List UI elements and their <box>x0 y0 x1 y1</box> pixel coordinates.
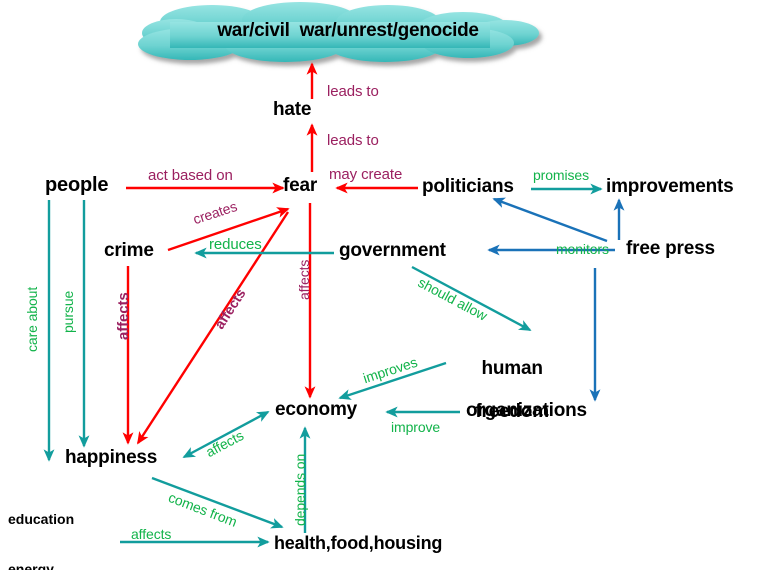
edge-label-care-about: care about <box>24 286 40 352</box>
edge-label-act-based-on: act based on <box>148 167 233 184</box>
edge-fear-happiness <box>136 211 290 445</box>
edge-label-monitors: monitors <box>556 241 609 257</box>
edge-label-promises: promises <box>533 167 589 183</box>
edge-label-reduces: reduces <box>209 236 262 253</box>
node-crime: crime <box>104 240 154 261</box>
edge-government-humanfreedom <box>411 265 532 332</box>
node-improvements: improvements <box>606 176 734 197</box>
edge-label-affects-crime-happiness: affects <box>115 292 132 340</box>
edge-crime-fear <box>167 207 290 252</box>
edge-label-pursue: pursue <box>60 290 76 333</box>
edge-freepress-politicians <box>492 197 608 243</box>
node-issues-list: education energy immigration environment <box>8 478 92 570</box>
edge-humanfreedom-economy <box>338 361 447 400</box>
cloud-node-label: war/civil war/unrest/genocide <box>148 2 548 64</box>
edge-label-leads-to-cloud: leads to <box>327 83 379 100</box>
node-happiness: happiness <box>65 447 158 468</box>
node-organizations: organizations <box>466 400 587 421</box>
node-fear: fear <box>283 175 318 196</box>
cloud-shape <box>138 2 539 62</box>
cloud-node: war/civil war/unrest/genocide <box>148 2 548 64</box>
issue-energy: energy <box>8 560 54 570</box>
edge-label-leads-to-hate: leads to <box>327 132 379 149</box>
edge-label-affects-issues-health: affects <box>131 526 172 542</box>
node-human-freedom: human freedom <box>455 337 549 443</box>
node-economy: economy <box>275 399 358 420</box>
node-human-freedom-line1: human <box>481 358 543 380</box>
node-hate: hate <box>273 99 312 120</box>
edge-happiness-economy <box>182 410 270 459</box>
node-human-freedom-line2: freedom <box>475 400 549 422</box>
edge-label-affects-fear-economy: affects <box>296 259 312 300</box>
edge-label-improve: improve <box>391 419 441 435</box>
node-politicians: politicians <box>422 176 514 197</box>
cloud-label-text: war/civil war/unrest/genocide <box>217 19 479 41</box>
node-free-press: free press <box>626 238 715 259</box>
edge-happiness-health <box>151 476 284 529</box>
issue-education: education <box>8 511 75 528</box>
node-government: government <box>339 240 446 261</box>
edge-label-depends-on: depends on <box>292 453 308 526</box>
node-health-food-housing: health,food,housing <box>274 533 443 553</box>
node-people: people <box>45 174 109 196</box>
edge-label-may-create: may create <box>329 166 403 183</box>
